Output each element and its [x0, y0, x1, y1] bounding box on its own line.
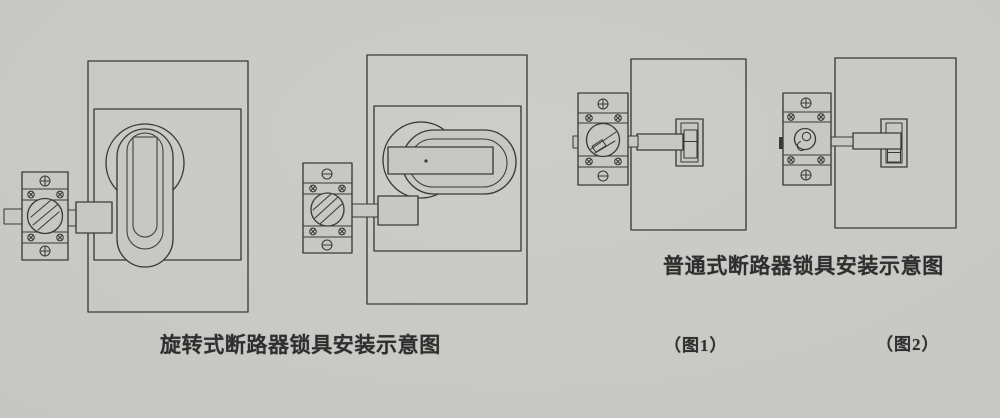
- toggle-breaker-diagram-fig2: [779, 57, 957, 229]
- breaker-panel: [366, 54, 528, 305]
- lock-housing: [782, 92, 832, 186]
- cylinder-hatch: [32, 204, 58, 226]
- breaker-panel: [87, 60, 249, 313]
- padlock-symbol-icon: [793, 127, 817, 151]
- lock-cylinder: [585, 122, 621, 158]
- lock-body: [577, 92, 629, 186]
- lock-end-tab: [3, 208, 23, 225]
- screw-icon: [597, 98, 609, 110]
- lock-end-tab: [779, 137, 784, 149]
- lock-bar: [852, 132, 902, 150]
- caption-figure1: （图1）: [664, 336, 728, 355]
- panel-faceplate: [93, 108, 242, 261]
- cylinder-hatch: [30, 199, 52, 218]
- rotary-handle: [387, 146, 494, 175]
- caption-rotary-diagram: 旋转式断路器锁具安装示意图: [160, 333, 441, 357]
- lock-shaft: [830, 136, 854, 147]
- rotary-breaker-diagram-vertical: [3, 60, 249, 313]
- toggle-breaker-diagram-fig1: [572, 58, 747, 231]
- cylinder-hatch: [312, 193, 332, 211]
- cylinder-hatch: [314, 196, 339, 219]
- lock-body: [302, 162, 353, 254]
- lock-shaft: [67, 209, 77, 227]
- toggle-lever: [683, 129, 698, 159]
- screw-icon: [800, 97, 812, 109]
- lock-shaft: [351, 203, 379, 218]
- lock-body: [782, 92, 832, 186]
- screw-icon: [39, 245, 51, 257]
- keyhole-icon: [591, 139, 607, 153]
- cylinder-hatch: [590, 131, 617, 150]
- padlock-tail: [796, 140, 805, 152]
- lock-coupler: [75, 201, 113, 234]
- handle-collar: [126, 132, 164, 250]
- screw-icon: [39, 175, 51, 187]
- caption-figure2: （图2）: [876, 335, 940, 354]
- lock-shaft: [627, 135, 639, 148]
- lock-cylinder: [310, 192, 345, 227]
- handle-pivot-dot: [424, 159, 428, 163]
- screw-icon: [800, 169, 812, 181]
- caption-ordinary-diagram: 普通式断路器锁具安装示意图: [663, 254, 944, 278]
- rotary-handle: [132, 136, 158, 238]
- handle-escutcheon: [116, 128, 174, 268]
- padlock-shackle-icon: [801, 131, 812, 142]
- lock-coupler: [377, 195, 419, 226]
- rotary-breaker-diagram-horizontal: [302, 54, 528, 305]
- panel-faceplate: [373, 105, 522, 252]
- lock-bar: [636, 133, 684, 151]
- lock-body: [21, 171, 69, 261]
- cylinder-hatch: [37, 211, 60, 231]
- cylinder-hatch: [319, 203, 343, 225]
